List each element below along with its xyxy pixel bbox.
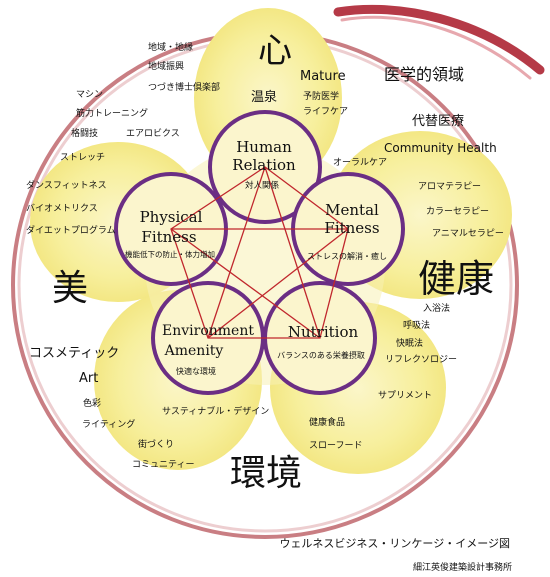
label-tsuzuki-club: つづき博士倶楽部 xyxy=(148,81,220,93)
node-physical-fitness-subtitle: 機能低下の防止・体力増加 xyxy=(125,249,215,259)
label-medical-domain: 医学的領域 xyxy=(384,65,464,84)
label-community: コミュニティー xyxy=(132,459,194,470)
label-stretch: ストレッチ xyxy=(60,152,105,163)
label-bathing: 入浴法 xyxy=(423,302,450,314)
label-chiiki-shinko: 地域振興 xyxy=(148,60,184,72)
label-color: 色彩 xyxy=(83,397,101,409)
label-cosmetic: コスメティック xyxy=(29,346,119,361)
label-reflexology: リフレクソロジー xyxy=(385,354,457,365)
corner-health: 健康 xyxy=(418,257,494,301)
label-color-therapy: カラーセラピー xyxy=(426,206,489,217)
corner-beauty: 美 xyxy=(52,268,88,309)
node-mental-fitness-title-2: Fitness xyxy=(324,219,379,237)
label-slow-food: スローフード xyxy=(309,441,362,451)
label-strength-training: 筋力トレーニング xyxy=(76,107,148,119)
label-aromatherapy: アロマテラピー xyxy=(418,181,481,192)
label-oral-care: オーラルケア xyxy=(333,157,387,168)
label-aerobics: エアロビクス xyxy=(126,128,180,139)
node-environment-amenity-title-2: Amenity xyxy=(164,343,224,359)
node-environment-amenity-title-1: Environment xyxy=(162,323,254,339)
label-life-care: ライフケア xyxy=(303,106,348,117)
label-community-health: Community Health xyxy=(384,141,497,155)
node-human-relation-title-2: Relation xyxy=(232,156,296,174)
label-animal-therapy: アニマルセラピー xyxy=(432,228,504,239)
pentagram-links xyxy=(170,166,349,339)
caption-credit: 細江英俊建築設計事務所 xyxy=(413,561,512,573)
label-breathing: 呼吸法 xyxy=(403,319,430,331)
node-nutrition-subtitle: バランスのある栄養摂取 xyxy=(277,350,365,360)
label-onsen: 温泉 xyxy=(251,89,277,105)
label-dance-fitness: ダンスフィットネス xyxy=(26,179,107,191)
corner-environment: 環境 xyxy=(230,453,302,494)
label-health-food: 健康食品 xyxy=(309,416,345,428)
label-sustainable-design: サスティナブル・デザイン xyxy=(162,405,269,417)
label-martial-arts: 格闘技 xyxy=(71,127,98,139)
node-mental-fitness-title-1: Mental xyxy=(325,201,379,219)
caption-title: ウェルネスビジネス・リンケージ・イメージ図 xyxy=(279,537,510,550)
label-machine: マシン xyxy=(76,90,103,100)
label-diet-program: ダイエットプログラム xyxy=(26,224,116,236)
node-nutrition-title: Nutrition xyxy=(288,323,359,341)
node-human-relation-title-1: Human xyxy=(236,138,292,156)
label-alternative-medicine: 代替医療 xyxy=(412,114,464,129)
label-chiiki-chien: 地域・地縁 xyxy=(148,41,193,53)
decorative-swoosh xyxy=(333,4,545,75)
corner-heart: 心 xyxy=(258,31,292,71)
label-lighting: ライティング xyxy=(82,418,135,430)
node-human-relation-subtitle: 対人関係 xyxy=(245,180,280,191)
node-physical-fitness-title-1: Physical xyxy=(140,208,203,226)
label-mature: Mature xyxy=(300,69,346,84)
label-town-planning: 街づくり xyxy=(138,438,174,450)
label-yobo-igaku: 予防医学 xyxy=(303,90,339,102)
node-physical-fitness-title-2: Fitness xyxy=(141,228,196,246)
node-environment-amenity-subtitle: 快適な環境 xyxy=(176,366,216,376)
label-sleep: 快眠法 xyxy=(396,337,423,349)
label-supplement: サプリメント xyxy=(378,390,432,401)
label-biometrics: バイオメトリクス xyxy=(26,203,98,214)
label-art: Art xyxy=(79,371,98,386)
node-mental-fitness-subtitle: ストレスの解消・癒し xyxy=(307,251,387,261)
